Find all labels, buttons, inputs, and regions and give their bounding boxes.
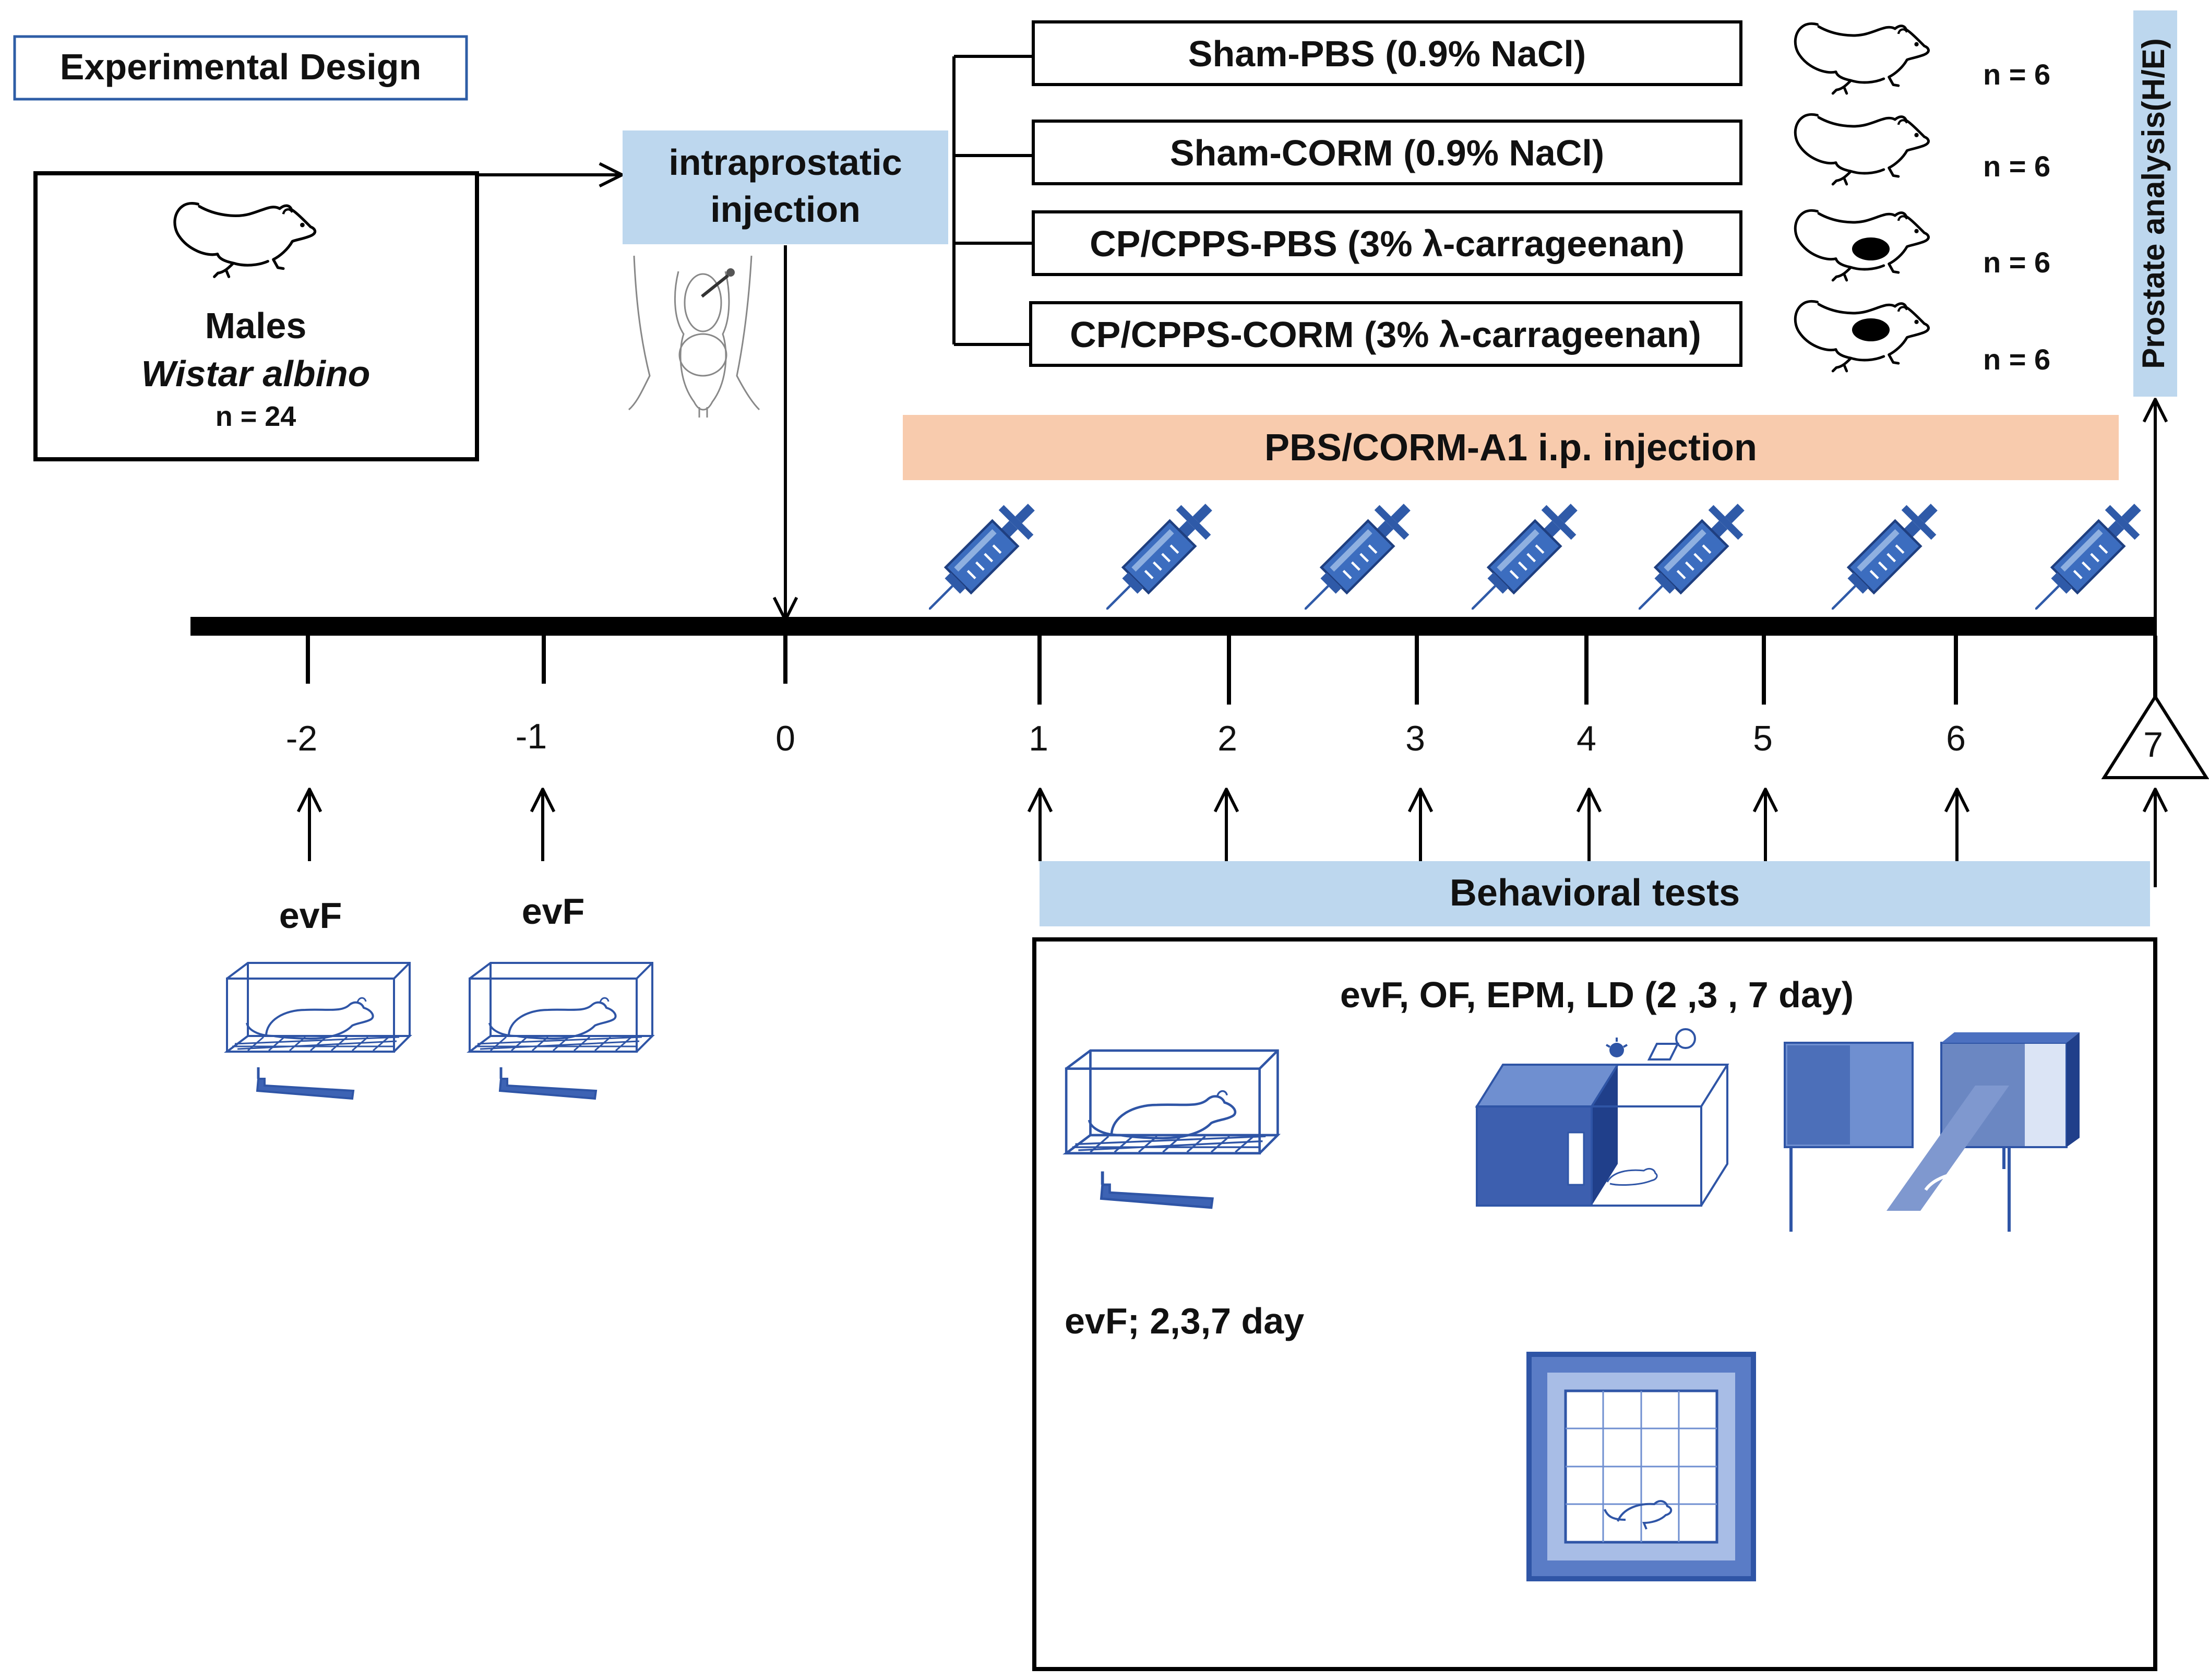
- group-n-3: n = 6: [1983, 246, 2050, 279]
- test-arrows: [309, 789, 2155, 887]
- syringe-icon: [1277, 492, 1422, 636]
- day-label: 1: [1029, 719, 1048, 758]
- pretest-label-2: evF: [522, 891, 585, 932]
- day-label: 5: [1753, 719, 1773, 758]
- light-dark-box-icon: [1475, 1028, 1729, 1207]
- endpoint-triangle: [2101, 694, 2209, 779]
- syringe-icon: [1444, 492, 1589, 636]
- day-label: -1: [516, 717, 547, 756]
- subjects-label: Males: [205, 305, 307, 346]
- subjects-n: n = 24: [216, 401, 296, 432]
- prostate-analysis-box: [2133, 10, 2177, 397]
- syringe-icon: [2008, 492, 2152, 636]
- syringe-icon: [1805, 492, 1949, 636]
- day-label: 7: [2143, 725, 2163, 765]
- day-label: 3: [1405, 719, 1425, 758]
- rat-surgery-sketch-icon: [628, 255, 760, 418]
- group-n-4: n = 6: [1983, 343, 2050, 376]
- intraprostatic-box: [623, 130, 948, 244]
- day-label: -2: [286, 719, 317, 758]
- timeline-axis: [190, 617, 2157, 636]
- evf-caption: evF; 2,3,7 day: [1065, 1301, 1304, 1341]
- behavioral-tests-label: Behavioral tests: [1450, 872, 1740, 914]
- group-box-2: [1032, 120, 1742, 185]
- group-box-3: [1032, 210, 1742, 276]
- title-text: Experimental Design: [60, 46, 421, 87]
- syringe-icon: [902, 492, 1046, 636]
- syringe-icon: [1079, 492, 1223, 636]
- ip-injection-bar: [903, 415, 2119, 480]
- tests-caption: evF, OF, EPM, LD (2 ,3 , 7 day): [1340, 974, 1854, 1015]
- day-label: 0: [775, 719, 795, 758]
- rat-icon: [1795, 23, 1928, 93]
- day-label: 2: [1217, 719, 1237, 758]
- group-label-3: CP/CPPS-PBS (3% λ-carrageenan): [1090, 223, 1685, 264]
- elevated-plus-maze-icon: [1784, 1032, 2080, 1232]
- subjects-strain: Wistar albino: [141, 353, 371, 394]
- intraprostatic-line1: intraprostatic: [668, 142, 902, 183]
- group-n-2: n = 6: [1983, 150, 2050, 183]
- group-label-1: Sham-PBS (0.9% NaCl): [1188, 33, 1586, 74]
- group-label-2: Sham-CORM (0.9% NaCl): [1170, 133, 1604, 173]
- group-n-1: n = 6: [1983, 58, 2050, 91]
- title-box: [13, 35, 468, 101]
- group-box-4: [1029, 301, 1742, 367]
- von-frey-cage-icon: [470, 963, 652, 1099]
- von-frey-cage-icon: [227, 963, 410, 1099]
- behavioral-tests-bar: [1040, 861, 2150, 926]
- group-bracket: [952, 55, 1032, 346]
- intraprostatic-line2: injection: [710, 189, 861, 230]
- timeline-ticks: [306, 636, 2157, 705]
- open-field-icon: [1526, 1352, 1756, 1581]
- subjects-box: [33, 171, 479, 461]
- group-box-1: [1032, 20, 1742, 86]
- day-label: 4: [1577, 719, 1596, 758]
- syringe-icon: [1611, 492, 1756, 636]
- day-label: 6: [1946, 719, 1966, 758]
- group-label-4: CP/CPPS-CORM (3% λ-carrageenan): [1070, 314, 1701, 355]
- prostate-lesion-marker: [1852, 237, 1890, 260]
- ip-injection-label: PBS/CORM-A1 i.p. injection: [1264, 427, 1757, 469]
- pretest-label-1: evF: [279, 895, 342, 936]
- rat-icon: [1795, 114, 1928, 184]
- prostate-analysis-text: Prostate analysis(H/E): [2136, 38, 2171, 369]
- prostate-lesion-marker: [1852, 318, 1890, 341]
